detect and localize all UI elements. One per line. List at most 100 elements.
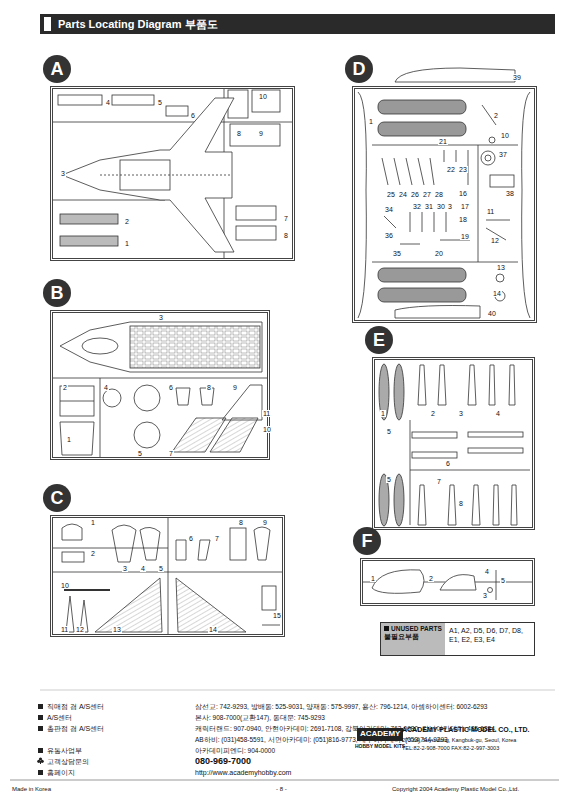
sprue-letter: A	[43, 55, 71, 83]
title-text: Parts Locating Diagram 부품도	[58, 17, 218, 31]
callout-number: 38	[505, 190, 515, 197]
callout-number: 10	[60, 582, 70, 589]
sprue-letter: C	[43, 484, 71, 512]
footer-text: A/S센터	[47, 714, 72, 722]
footer-text: 직매점 겸 A/S센터	[47, 703, 104, 711]
callout-number: 7	[214, 535, 220, 542]
logo-subtitle: HOBBY MODEL KITS	[355, 744, 405, 750]
callout-number: 8	[238, 519, 244, 526]
callout-number: 4	[495, 410, 501, 417]
callout-number: 6	[188, 535, 194, 542]
sprue-letter: F	[353, 527, 381, 555]
web-address: http://www.academyhobby.com	[195, 769, 291, 777]
callout-number: 1	[66, 436, 72, 443]
callout-number: 1	[368, 118, 374, 125]
callout-number: 3	[447, 203, 453, 210]
callout-number: 4	[103, 384, 109, 391]
callout-number: 11	[60, 626, 69, 633]
bullet-square	[384, 626, 389, 631]
company-name: ACADEMY PLASTIC MODEL CO., LTD.	[402, 726, 530, 734]
callout-number: 2	[430, 410, 436, 417]
unused-parts-box: UNUSED PARTS불필요부품A1, A2, D5, D6, D7, D8,…	[380, 622, 535, 656]
callout-number: 10	[500, 132, 510, 139]
callout-number: 19	[460, 233, 470, 240]
callout-number: 7	[168, 450, 174, 457]
sprue-letter: D	[345, 55, 373, 83]
callout-number: 2	[493, 112, 499, 119]
callout-number: 5	[137, 450, 143, 457]
logo: ACADEMY	[357, 728, 403, 741]
footer-text: 유통사업부	[47, 747, 82, 755]
callout-number: 5	[500, 577, 506, 584]
callout-number: 7	[283, 215, 289, 222]
callout-number: 12	[490, 237, 500, 244]
company-phone: TEL:82-2-908-7000 FAX:82-2-997-3003	[402, 745, 499, 751]
phone-number: 080-969-7000	[195, 757, 251, 767]
footer-text: 고객상담문의	[47, 758, 89, 766]
callout-number: 22	[446, 166, 456, 173]
callout-number: 4	[484, 568, 490, 575]
callout-number: 25	[386, 191, 396, 198]
callout-number: 26	[410, 191, 420, 198]
callout-number: 6	[445, 460, 451, 467]
footer-text: 홈페이지	[47, 769, 75, 777]
callout-number: 3	[158, 314, 164, 321]
callout-number: 27	[422, 191, 432, 198]
callout-number: 31	[424, 203, 434, 210]
callout-number: 35	[392, 250, 402, 257]
callout-number: 9	[232, 384, 238, 391]
callout-number: 23	[458, 166, 468, 173]
callout-number: 4	[105, 99, 111, 106]
callout-number: 21	[438, 138, 448, 145]
title-bar: Parts Locating Diagram 부품도	[40, 14, 555, 34]
sprue-frame: C	[50, 515, 285, 637]
callout-number: 20	[434, 250, 444, 257]
callout-number: 9	[262, 519, 268, 526]
company-address: 273-64, Suyu-dong, Kangbuk-gu, Seoul, Ko…	[402, 737, 516, 743]
unused-part-list: A1, A2, D5, D6, D7, D8, E1, E2, E3, E4	[449, 626, 530, 645]
unused-heading: UNUSED PARTS	[384, 625, 442, 633]
callout-number: 10	[258, 93, 268, 100]
callout-number: 5	[157, 99, 163, 106]
sprue-frame: F	[360, 558, 535, 606]
footer-text: 본사: 908-7000(교환147), 동대문: 745-9293	[195, 714, 325, 721]
sprue-frame: E	[372, 357, 535, 530]
callout-number: 2	[62, 384, 68, 391]
callout-number: 28	[434, 191, 444, 198]
callout-number: 11	[486, 208, 495, 215]
callout-number: 40	[487, 310, 497, 317]
callout-number: 9	[258, 130, 264, 137]
callout-number: 4	[140, 565, 146, 572]
sprue-letter: E	[365, 326, 393, 354]
callout-number: 16	[458, 190, 468, 197]
sprue-letter: B	[43, 279, 71, 307]
callout-number: 1	[124, 240, 130, 247]
callout-number: 14	[492, 290, 502, 297]
callout-number: 37	[498, 151, 508, 158]
callout-number: 8	[236, 130, 242, 137]
callout-number: 2	[124, 218, 130, 225]
callout-number: 11	[262, 410, 271, 417]
callout-number: 15	[272, 612, 282, 619]
unused-list-cell: A1, A2, D5, D6, D7, D8, E1, E2, E3, E4	[445, 623, 534, 655]
callout-number: 39	[512, 74, 522, 81]
unused-heading-cell: UNUSED PARTS불필요부품	[381, 623, 445, 655]
callout-number: 8	[206, 384, 212, 391]
callout-number: 34	[384, 206, 394, 213]
callout-number: 2	[428, 575, 434, 582]
callout-number: 18	[458, 216, 468, 223]
callout-number: 5	[386, 428, 392, 435]
callout-number: 6	[190, 112, 196, 119]
callout-number: 1	[380, 410, 386, 417]
callout-number: 2	[90, 550, 96, 557]
footer-text: 아카데미피엔디: 904-0000	[195, 747, 275, 754]
callout-number: 8	[283, 232, 289, 239]
callout-number: 17	[460, 203, 470, 210]
copyright: Copyright 2004 Academy Plastic Model Co.…	[392, 786, 519, 793]
callout-number: 3	[60, 170, 66, 177]
callout-number: 13	[496, 264, 506, 271]
unused-heading-korean: 불필요부품	[384, 633, 442, 641]
callout-number: 12	[75, 626, 85, 633]
callout-number: 36	[384, 232, 394, 239]
